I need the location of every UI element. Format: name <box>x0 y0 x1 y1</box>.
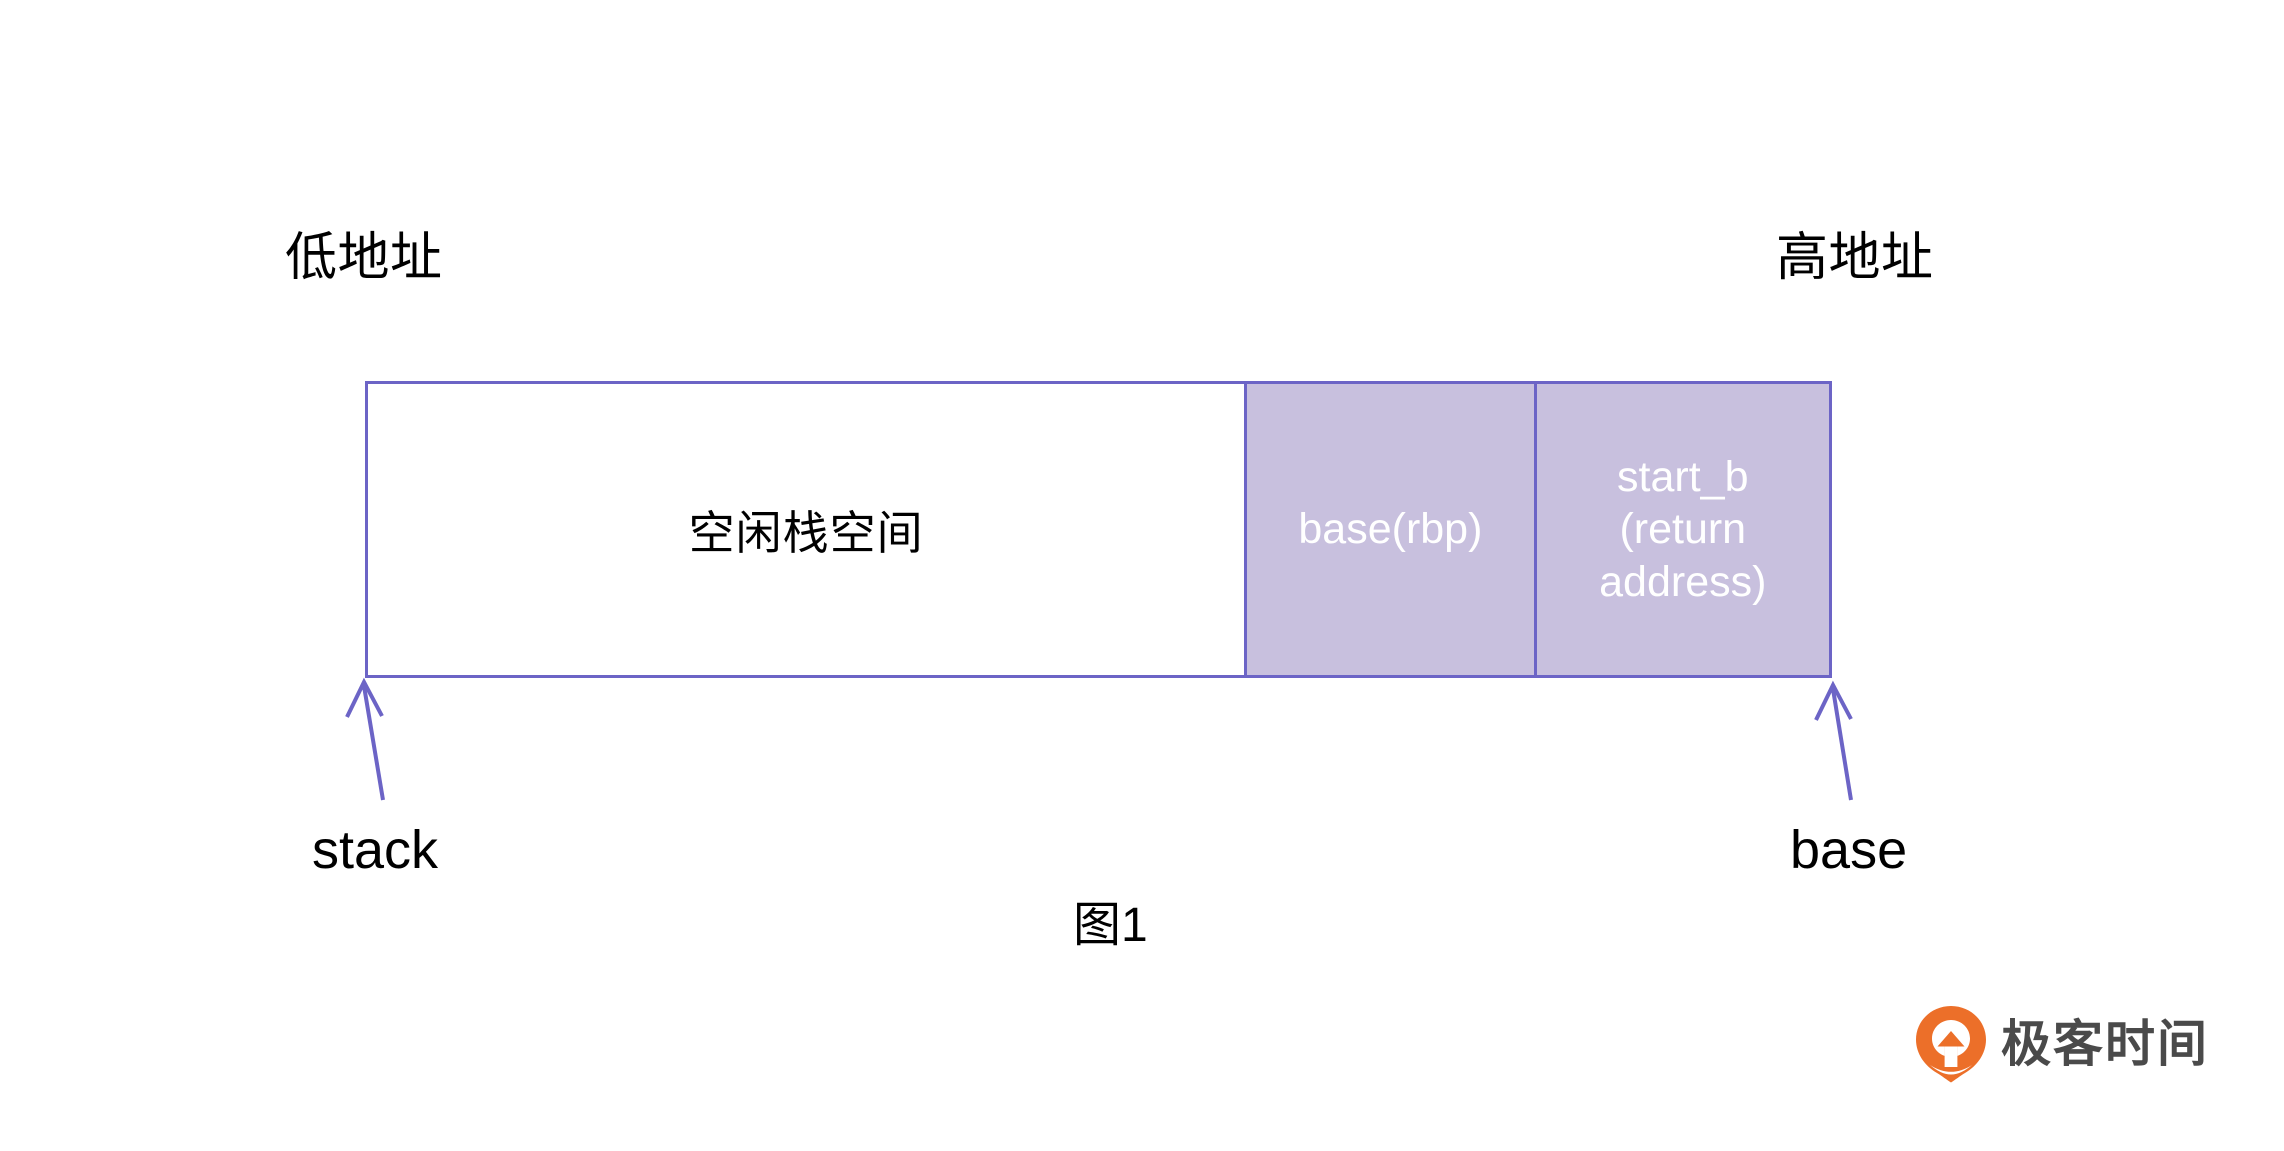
low-address-label: 低地址 <box>285 229 443 287</box>
stack-cell-saved-rbp: base(rbp) <box>1244 384 1537 675</box>
stack-arrow-head <box>345 677 384 718</box>
stack-arrow-shaft <box>362 685 385 801</box>
stack-layout-box: 空闲栈空间 base(rbp) start_b (return address) <box>365 381 1832 678</box>
stack-pointer-label: stack <box>312 820 439 880</box>
stack-cell-return-address: start_b (return address) <box>1536 384 1829 675</box>
base-arrow-head <box>1814 680 1853 721</box>
high-address-label: 高地址 <box>1776 229 1934 287</box>
base-arrow-shaft <box>1831 688 1853 801</box>
figure-caption: 图1 <box>1073 899 1148 952</box>
stack-cell-saved-rbp-label: base(rbp) <box>1298 505 1483 553</box>
base-pointer-label: base <box>1790 820 1908 880</box>
brand-watermark: 极客时间 <box>1915 1005 2209 1083</box>
brand-name: 极客时间 <box>2001 1016 2209 1072</box>
stack-cell-return-address-label: start_b (return address) <box>1599 452 1767 606</box>
stack-cell-free-space-label: 空闲栈空间 <box>688 506 924 559</box>
geektime-logo-icon <box>1916 1006 1986 1083</box>
stack-cell-free-space: 空闲栈空间 <box>368 384 1245 675</box>
